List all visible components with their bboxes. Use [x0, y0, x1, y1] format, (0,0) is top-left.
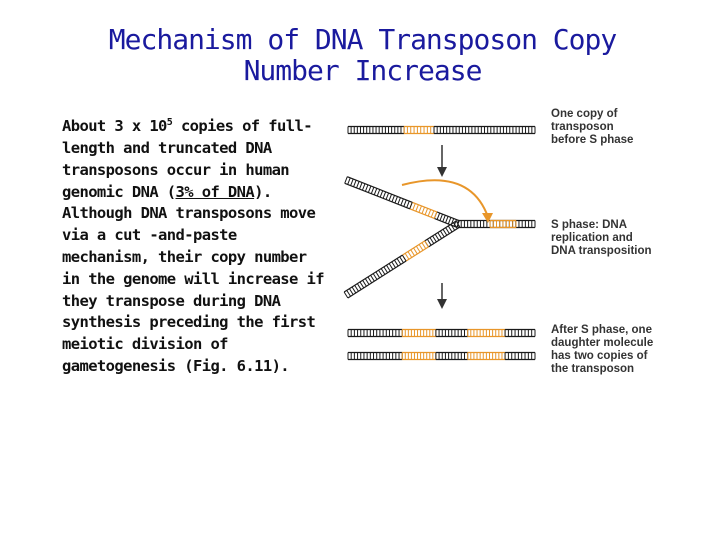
body-text-part-1: About 3 x 10 — [62, 117, 167, 136]
dna-percentage-link[interactable]: 3% of DNA — [175, 182, 255, 201]
transposition-diagram — [343, 125, 536, 361]
transposition-figure: One copy of transposon before S phase S … — [330, 95, 720, 395]
body-paragraph: About 3 x 105 copies of full-length and … — [62, 112, 325, 378]
dna-daughter-2 — [347, 351, 536, 361]
caption-s-phase: S phase: DNA replication and DNA transpo… — [551, 219, 652, 257]
dna-daughter-1 — [347, 328, 536, 338]
caption-before-s-phase: One copy of transposon before S phase — [551, 108, 634, 146]
exponent: 5 — [166, 117, 173, 128]
transposition-arrow — [401, 179, 493, 223]
title-line-1: Mechanism of DNA Transposon Copy — [108, 23, 617, 56]
title-line-2: Number Increase — [243, 54, 483, 87]
dna-fork-lower — [343, 220, 461, 299]
slide-title: Mechanism of DNA Transposon Copy Number … — [40, 24, 685, 86]
dna-before-s-phase — [347, 125, 536, 135]
down-arrow-2 — [437, 283, 447, 309]
dna-inserted-transposon — [489, 219, 517, 229]
caption-after-s-phase: After S phase, one daughter molecule has… — [551, 324, 654, 375]
down-arrow-1 — [437, 145, 447, 177]
body-text-part-2: copies of full-length and truncated DNA … — [62, 117, 313, 201]
dna-fork-upper — [344, 176, 460, 228]
body-text-part-3: ). Although DNA transposons move via a c… — [62, 182, 325, 375]
